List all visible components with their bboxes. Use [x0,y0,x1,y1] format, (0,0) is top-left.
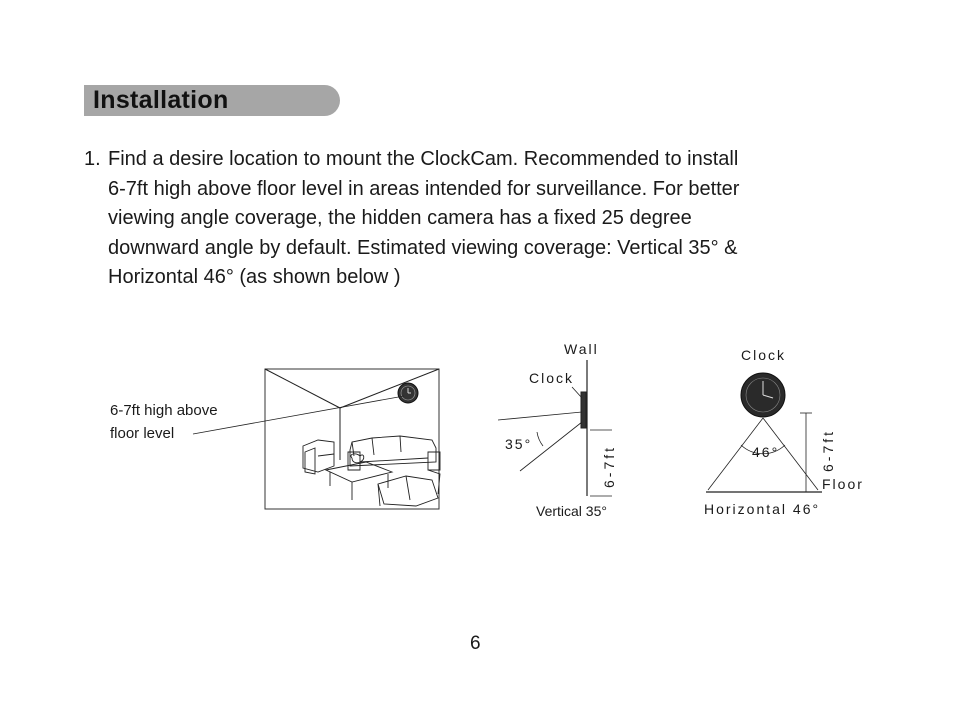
clock-side-icon [580,391,587,429]
vertical-clock-label: Clock [529,370,575,386]
floor-label: Floor [822,476,864,492]
section-header: Installation [84,85,340,116]
horizontal-coverage-diagram [706,372,822,493]
room-label-line2: floor level [110,425,175,442]
clock-face-icon [740,372,786,418]
instruction-number: 1. [84,148,101,170]
room-illustration [192,368,441,510]
armchair-front-icon [377,469,441,507]
vertical-coverage-diagram [497,360,612,497]
wall-label: Wall [564,341,599,357]
wall-clock-icon [397,382,419,404]
vertical-caption: Vertical 35° [536,503,607,519]
horizontal-height-label: 6-7ft [820,428,836,472]
vertical-height-label: 6-7ft [601,444,617,488]
page-number: 6 [470,633,481,654]
instruction-line: 6-7ft high above floor level in areas in… [108,177,740,200]
instruction-line: Find a desire location to mount the Cloc… [108,148,739,170]
instruction-line: Horizontal 46° (as shown below ) [108,266,401,288]
vertical-angle-label: 35° [505,436,533,452]
room-label-line1: 6-7ft high above [110,402,218,419]
instruction-line: viewing angle coverage, the hidden camer… [108,207,692,229]
instruction-line: downward angle by default. Estimated vie… [108,236,738,259]
armchair-icon [302,439,335,475]
horizontal-clock-label: Clock [741,347,787,363]
sofa-icon [347,435,441,471]
section-title: Installation [93,86,229,114]
horizontal-angle-label: 46° [752,444,780,460]
coffee-table-icon [324,453,394,500]
instruction-text: Find a desire location to mount the Cloc… [108,145,898,293]
horizontal-caption: Horizontal 46° [704,501,821,517]
